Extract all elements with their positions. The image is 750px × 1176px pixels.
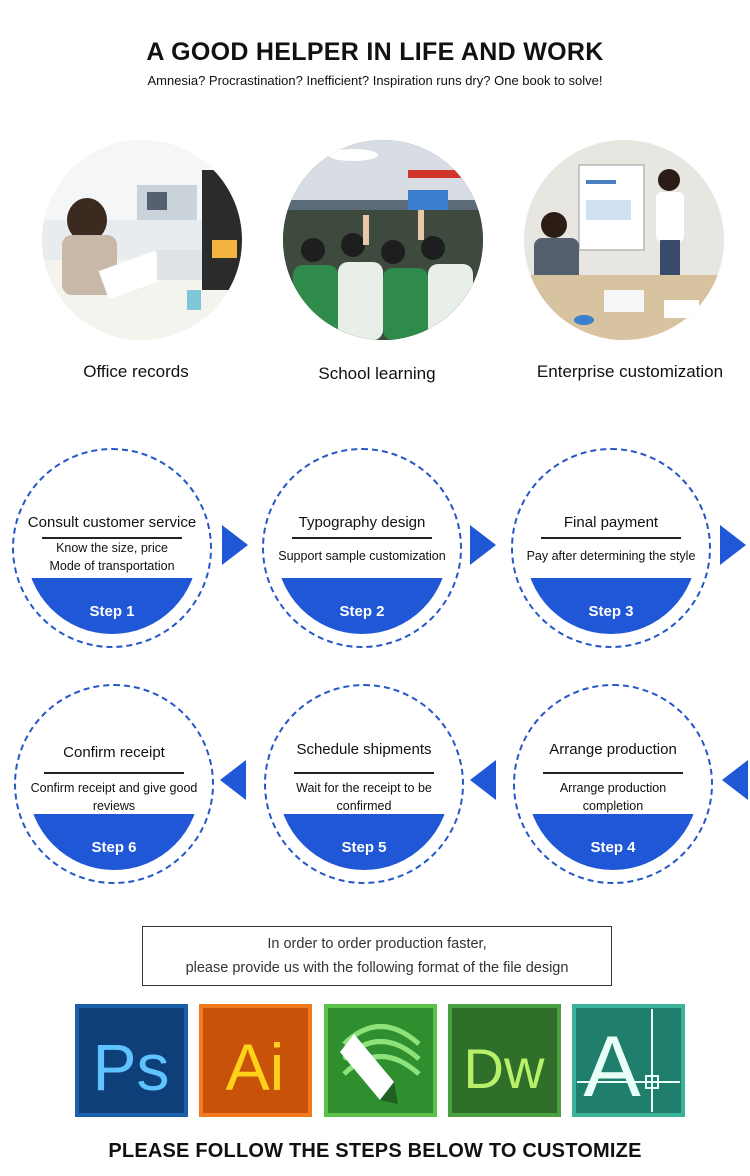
step-title: Typography design [298,514,426,531]
page-subtitle: Amnesia? Procrastination? Inefficient? I… [147,73,603,88]
step-card-3: Step 3 Final payment Pay after determini… [511,448,711,648]
step-divider [42,537,182,539]
step-desc-line2: Mode of transportation [49,559,175,573]
coreldraw-icon [324,1004,437,1117]
scene-label-office: Office records [83,362,189,381]
step-number: Step 2 [339,603,385,620]
logo-ps-text: Ps [92,1030,169,1104]
step-number: Step 5 [341,839,387,856]
step-band [525,578,697,634]
step-divider [294,772,434,774]
meeting-photo [524,140,724,340]
step-divider [541,537,681,539]
classroom-photo [283,140,483,340]
photoshop-icon: Ps [75,1004,188,1117]
step-title: Arrange production [549,741,677,758]
arrow-left-icon [722,760,748,800]
step-card-4: Step 4 Arrange production Arrange produc… [513,684,713,884]
step-number: Step 6 [91,839,137,856]
step-desc-line1: Support sample customization [278,549,446,563]
step-ring [14,684,214,884]
step-band [28,814,200,870]
step-divider [543,772,683,774]
step-number: Step 1 [89,603,135,620]
step-ring [262,448,462,648]
step-desc-line1: Pay after determining the style [526,549,696,563]
logo-autocad-text: A [583,1019,641,1115]
step-ring [513,684,713,884]
step-divider [44,772,184,774]
notice-line-2: please provide us with the following for… [185,960,569,976]
step-band [527,814,699,870]
file-format-notice: In order to order production faster, ple… [142,926,612,986]
step-title: Confirm receipt [63,744,165,761]
arrow-left-icon [220,760,246,800]
step-desc-line1: Know the size, price [56,541,168,555]
step-title: Schedule shipments [296,741,432,758]
step-ring [12,448,212,648]
step-ring [511,448,711,648]
step-band [278,814,450,870]
step-desc-line1: Confirm receipt and give good [30,781,198,795]
step-card-5: Step 5 Schedule shipments Wait for the r… [264,684,464,884]
step-band [276,578,448,634]
step-desc-line2: completion [582,799,644,813]
page-title: A GOOD HELPER IN LIFE AND WORK [146,38,604,66]
step-divider [292,537,432,539]
step-desc-line2: confirmed [336,799,392,813]
step-card-1: Step 1 Consult customer service Know the… [12,448,212,648]
step-card-6: Step 6 Confirm receipt Confirm receipt a… [14,684,214,884]
step-number: Step 3 [588,603,634,620]
logo-dw-text: Dw [464,1037,545,1100]
arrow-left-icon [470,760,496,800]
step-desc-line2: reviews [92,799,136,813]
notice-line-1: In order to order production faster, [267,936,487,952]
step-ring [264,684,464,884]
dreamweaver-icon: Dw [448,1004,561,1117]
arrow-right-icon [720,525,746,565]
step-desc-line1: Wait for the receipt to be [296,781,432,795]
illustrator-icon: Ai [199,1004,312,1117]
step-band [26,578,198,634]
step-number: Step 4 [590,839,636,856]
scene-label-school: School learning [318,364,436,383]
arrow-right-icon [470,525,496,565]
office-photo [42,140,242,340]
scene-label-enterprise: Enterprise customization [536,362,724,381]
arrow-right-icon [222,525,248,565]
step-card-2: Step 2 Typography design Support sample … [262,448,462,648]
step-title: Consult customer service [27,514,197,531]
autocad-icon: A [572,1004,685,1117]
step-desc-line1: Arrange production [559,781,667,795]
footer-heading: PLEASE FOLLOW THE STEPS BELOW TO CUSTOMI… [108,1140,642,1162]
step-title: Final payment [563,514,659,531]
logo-ai-text: Ai [226,1030,285,1104]
